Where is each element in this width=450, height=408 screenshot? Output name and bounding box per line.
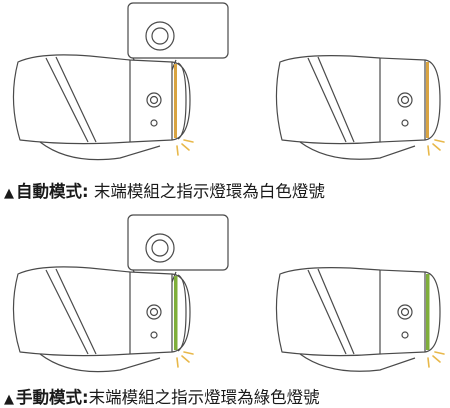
- manual-mode-label: 手動模式:: [16, 388, 89, 407]
- auto-indicator-ring: [174, 64, 177, 138]
- auto-mode-label: 自動模式:: [16, 182, 89, 201]
- auto-mode-caption: ▲自動模式: 末端模組之指示燈環為白色燈號: [4, 178, 325, 202]
- auto-mode-description: 末端模組之指示燈環為白色燈號: [88, 182, 325, 201]
- auto-indicator-ring-2: [426, 62, 429, 138]
- manual-indicator-ring: [174, 276, 178, 350]
- auto-mode-illustration-with-attachment: [0, 0, 240, 170]
- triangle-marker-icon: ▲: [4, 392, 14, 407]
- triangle-marker-icon: ▲: [4, 186, 14, 201]
- auto-mode-illustration-body: [250, 40, 450, 170]
- manual-mode-illustration-with-attachment: [0, 212, 240, 382]
- manual-indicator-ring-2: [426, 274, 430, 350]
- manual-mode-illustration-body: [250, 252, 450, 382]
- manual-mode-caption: ▲手動模式:末端模組之指示燈環為綠色燈號: [4, 384, 320, 408]
- manual-mode-description: 末端模組之指示燈環為綠色燈號: [88, 388, 320, 407]
